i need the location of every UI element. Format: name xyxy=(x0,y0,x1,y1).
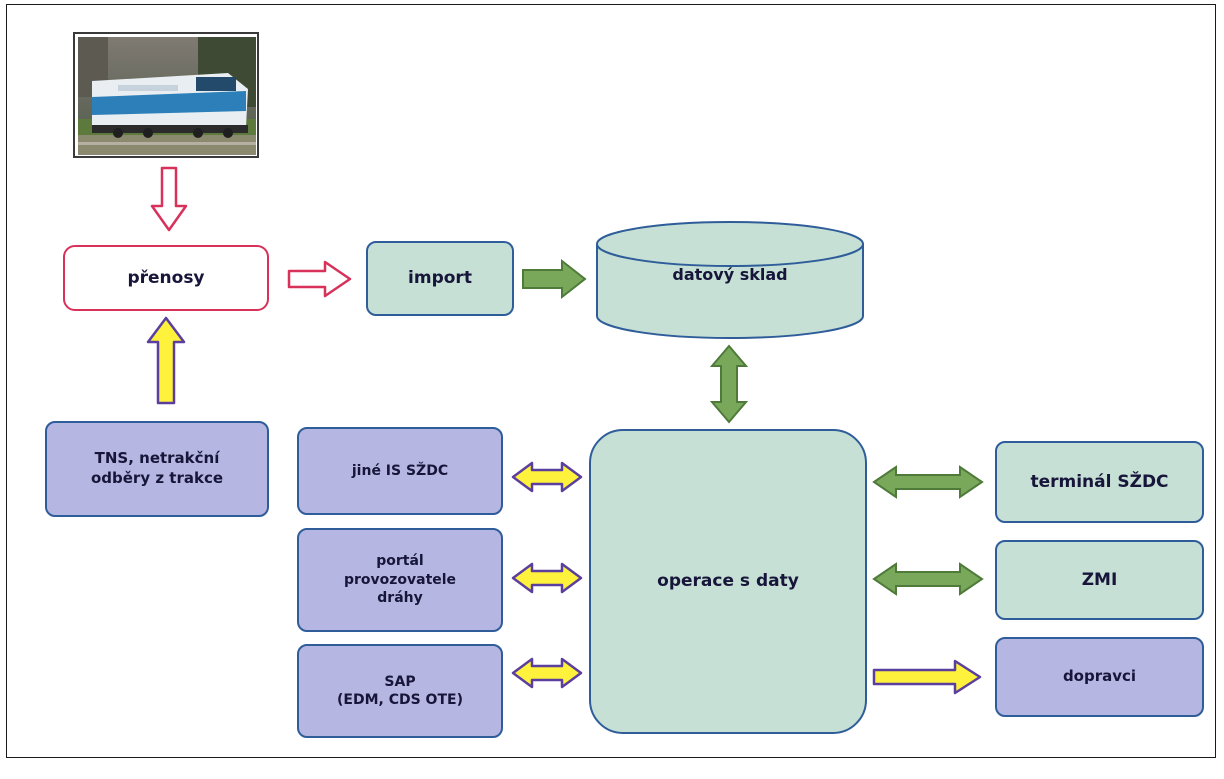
locomotive-photo xyxy=(73,32,259,158)
arrow-import-to-sklad xyxy=(522,258,587,300)
sap-label-line-1: SAP xyxy=(384,673,416,690)
zmi-label: ZMI xyxy=(1081,569,1118,590)
operace-box: operace s daty xyxy=(589,429,867,734)
tns-label-line-2: odběry z trakce xyxy=(90,469,224,487)
arrow-sklad-operace xyxy=(709,344,749,424)
tns-box: TNS, netrakční odběry z trakce xyxy=(45,421,269,517)
operace-label: operace s daty xyxy=(657,571,799,592)
dopravci-label: dopravci xyxy=(1062,667,1137,686)
datovy-sklad-label: datový sklad xyxy=(672,265,788,284)
sap-box: SAP (EDM, CDS OTE) xyxy=(297,644,503,738)
arrow-sap-operace xyxy=(511,657,583,689)
jine-is-label: jiné IS SŽDC xyxy=(351,462,449,479)
arrow-operace-terminal xyxy=(872,465,984,499)
jine-is-box: jiné IS SŽDC xyxy=(297,427,503,515)
import-label: import xyxy=(408,268,472,289)
import-box: import xyxy=(366,241,514,316)
zmi-box: ZMI xyxy=(995,540,1204,620)
arrow-tns-to-prenosy xyxy=(146,316,186,405)
arrow-operace-zmi xyxy=(872,562,984,596)
tns-label-line-1: TNS, netrakční xyxy=(94,449,220,468)
arrow-photo-to-prenosy xyxy=(150,166,188,232)
portal-label-line-1: portál xyxy=(376,553,424,570)
arrow-operace-dopravci xyxy=(872,659,982,695)
portal-box: portál provozovatele dráhy xyxy=(297,528,503,632)
portal-label-line-3: dráhy xyxy=(377,590,423,607)
arrow-prenosy-to-import xyxy=(287,260,352,298)
arrow-portal-operace xyxy=(511,562,583,594)
arrow-jine-operace xyxy=(511,461,583,493)
dopravci-box: dopravci xyxy=(995,637,1204,717)
prenosy-box: přenosy xyxy=(63,245,269,311)
datovy-sklad-cylinder xyxy=(596,221,864,339)
prenosy-label: přenosy xyxy=(127,267,205,288)
terminal-label: terminál SŽDC xyxy=(1030,471,1169,492)
sap-label-line-2: (EDM, CDS OTE) xyxy=(337,692,463,708)
terminal-box: terminál SŽDC xyxy=(995,441,1204,523)
portal-label-line-2: provozovatele xyxy=(343,571,457,588)
